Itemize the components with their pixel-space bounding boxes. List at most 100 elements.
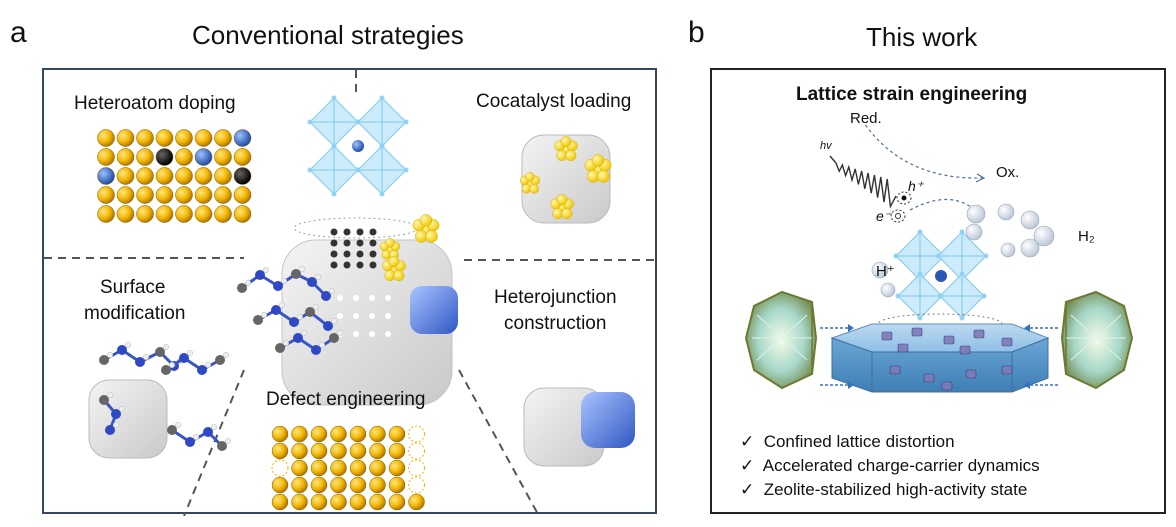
lattice-atom [194,148,213,166]
lattice-atom [214,167,232,185]
lattice-atom [291,476,308,494]
redox-arrowhead [975,173,986,183]
lattice-atom [369,493,386,511]
lattice-atom [136,186,154,204]
panel-b-heading: Lattice strain engineering [796,84,1028,105]
lattice-atom [388,476,406,494]
lattice-atom [136,205,154,223]
encapsulated-cluster [889,365,901,375]
vacancy-dot [337,313,343,319]
lattice-atom [214,186,232,204]
hydrogen-atom [210,424,217,431]
hydrogen-atom [319,342,326,349]
hydrogen-atom [313,303,320,310]
lattice-atom [155,148,174,166]
octahedron-vertex [403,119,409,125]
check-item-1: ✓ Confined lattice distortion [740,432,955,451]
lattice-atom [116,148,135,166]
gas-bubble [1020,210,1040,230]
hydrogen-atom [244,279,251,286]
octahedron-vertex [917,271,923,277]
molecule-atom [197,365,207,375]
zeolite-prism [830,323,1050,393]
lattice-atom [233,148,252,166]
hydrogen-atom [282,340,289,347]
lattice-atom [97,167,115,185]
molecule-atom [307,277,317,287]
octahedron-vertex [959,229,965,235]
octahedron-vertex [307,167,313,173]
dopant-dot [369,228,377,236]
vacancy-site [271,459,289,477]
hydrogen-atom [329,287,336,294]
lattice-atom [194,205,213,223]
lattice-atom [369,476,386,494]
cocatalyst-clusters [519,136,612,220]
lattice-atom [175,186,193,204]
lattice-atom [155,186,174,204]
dopant-dot [343,228,351,236]
lattice-atom [175,129,193,147]
dopant-dot [330,239,338,247]
lattice-atom [310,442,328,460]
panel-a-letter: a [10,16,27,49]
central-cube-clusters [379,214,440,282]
molecule-atom [99,355,109,365]
lattice-atom [136,167,154,185]
central-junction-block [410,286,458,334]
octahedron-vertex [331,95,337,101]
lattice-atom [194,129,213,147]
hydrogen-atom [280,277,287,284]
gas-bubble [880,282,896,298]
molecule-atom [293,333,303,343]
lattice-atom [97,148,115,166]
electron-dot [895,213,901,219]
lattice-atom [155,129,174,147]
heterojunction-block [581,392,635,448]
lattice-atom [291,425,308,443]
lattice-atom [136,148,154,166]
lattice-atom [271,476,289,494]
label-heterojunction: Heterojunction [494,287,617,308]
octahedron-vertex [379,95,385,101]
hydrogen-atom [142,354,149,361]
vacancy-dot [369,313,375,319]
dopant-dot [369,250,377,258]
encapsulated-cluster [959,345,971,355]
dopant-dot [330,228,338,236]
hydrogen-atom [162,344,169,351]
lattice-atom [175,205,193,223]
vacancy-dot [385,295,391,301]
molecule-atom [305,307,315,317]
hydrogen-atom [204,362,211,369]
label-hv: hv [820,140,832,152]
hydrogen-atom [262,266,269,273]
vacancy-site [408,459,425,477]
vacancy-site [408,442,425,460]
check-item-2: ✓ Accelerated charge-carrier dynamics [740,456,1040,475]
lattice-atom [388,442,406,460]
hydrogen-atom [301,330,308,337]
label-surface: Surface [100,277,166,298]
central-atom [352,140,364,152]
octahedron-vertex [893,253,899,259]
molecule-atom [215,355,225,365]
molecule-atom [167,425,177,435]
panel-a-dividers [44,70,659,516]
label-h-plus-hole: h⁺ [908,178,924,194]
molecule-atom [155,347,165,357]
lattice-atom [271,425,289,443]
lattice-atom [330,476,347,494]
heteroatom-lattice [97,129,252,223]
lattice-atom [330,442,347,460]
lattice-atom [330,459,347,477]
label-defect-engineering: Defect engineering [266,389,426,410]
hole-dot [901,195,907,201]
octahedron-vertex [307,119,313,125]
lattice-atom [175,167,193,185]
label-heteroatom-doping: Heteroatom doping [74,93,236,114]
vacancy-dot [385,331,391,337]
molecule-atom [323,321,333,331]
hydrogen-atom [298,265,305,272]
cluster-atom [565,150,577,162]
